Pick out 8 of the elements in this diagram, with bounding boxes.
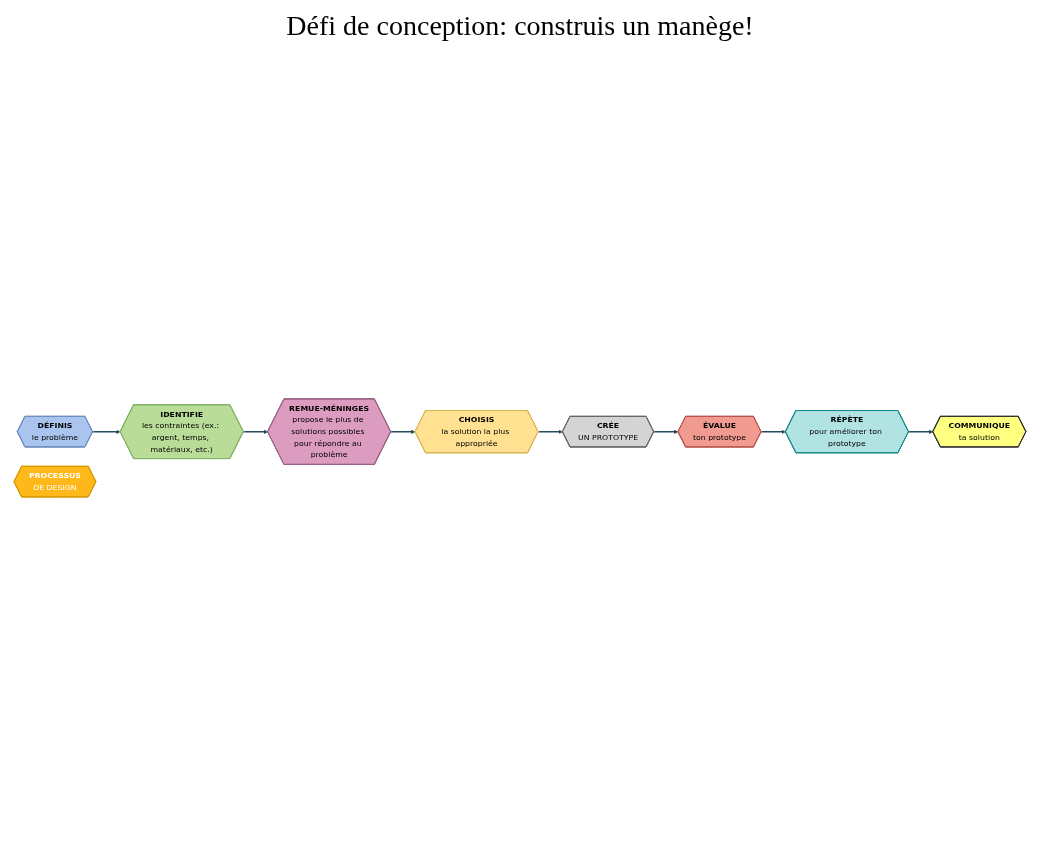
arrow: [537, 429, 563, 435]
arrow: [653, 429, 679, 435]
title: Défi de conception: construis un manège!: [285, 10, 755, 42]
arrow: [390, 429, 416, 435]
arrow: [760, 429, 786, 435]
arrow: [92, 429, 121, 435]
arrow: [908, 429, 934, 435]
arrow: [242, 429, 269, 435]
